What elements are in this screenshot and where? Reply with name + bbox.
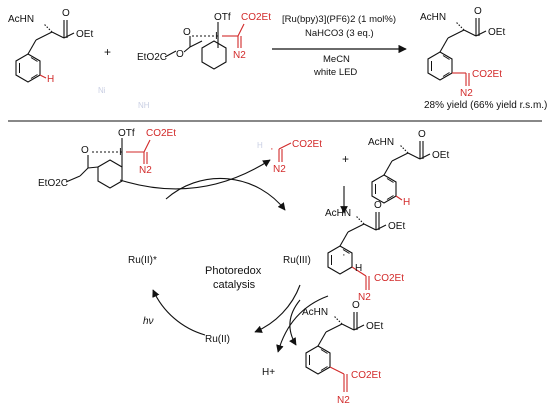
cycle-arc-right	[254, 284, 301, 333]
intermediate-n2-label: N2	[358, 292, 371, 303]
intermediate-radical-dot: ·	[342, 249, 346, 261]
mech-reagent-iodine-label: I	[119, 147, 122, 158]
radical-dot: ·	[270, 143, 274, 155]
reagent-ester-label: EtO2C	[137, 52, 167, 63]
top-reagent: EtO2C O O OTf I CO2Et N2	[137, 12, 271, 70]
reagent-iodine-label: I	[215, 31, 218, 42]
intermediate-ester-label: OEt	[388, 221, 405, 232]
reagent-o-link: O	[176, 49, 184, 60]
mech-substrate-h-label: H	[403, 197, 410, 208]
top-product: AcHN O OEt CO2Et N2	[420, 6, 505, 99]
mech-intermediate: · AcHN O OEt H CO2Et N2	[325, 200, 405, 303]
substrate-h-label: H	[47, 74, 54, 85]
mech-substrate-nh-label: AcHN	[368, 137, 394, 148]
product-co2et-label: CO2Et	[472, 69, 502, 80]
product-carbonyl-o: O	[474, 6, 482, 17]
mech-reagent-n2-label: N2	[139, 165, 152, 176]
faint-marks: Ni NH H	[98, 86, 263, 150]
mech-substrate-ester-label: OEt	[432, 150, 449, 161]
product-nh-label: AcHN	[420, 12, 446, 23]
reagent-otf-label: OTf	[214, 12, 231, 23]
mech-reagent-ester-label: EtO2C	[38, 178, 68, 189]
top-reaction-arrow: [Ru(bpy)3](PF6)2 (1 mol%) NaHCO3 (3 eq.)…	[272, 14, 407, 78]
mech-product-co2et-label: CO2Et	[351, 370, 381, 381]
condition-catalyst: [Ru(bpy)3](PF6)2 (1 mol%)	[282, 14, 396, 25]
top-plus-sign: +	[104, 45, 111, 59]
reagent-to-radical-arrow	[119, 159, 271, 190]
radical-co2et-label: CO2Et	[292, 139, 322, 150]
condition-solvent: MeCN	[323, 54, 350, 65]
proton-label: H+	[262, 367, 275, 378]
faint-mark-2: NH	[138, 101, 150, 110]
product-release-arrow	[289, 299, 301, 346]
ru-ii-label: Ru(II)	[205, 334, 230, 345]
cycle-center-line1: Photoredox	[205, 265, 262, 277]
mech-reagent: EtO2C O OTf I CO2Et N2	[38, 128, 176, 189]
cycle-arc-left	[152, 289, 206, 336]
reagent-co2et-label: CO2Et	[241, 12, 271, 23]
mech-product-ester-label: OEt	[366, 321, 383, 332]
catalytic-cycle: Photoredox catalysis Ru(II)* Ru(III) Ru(…	[119, 159, 329, 378]
yield-text: 28% yield (66% yield r.s.m.)	[424, 100, 547, 111]
mech-reagent-carbonyl-o: O	[81, 145, 89, 156]
reagent-carbonyl-o: O	[183, 27, 191, 38]
substrate-ester-label: OEt	[76, 29, 93, 40]
oxidation-arrow	[276, 295, 329, 353]
reagent-n2-label: N2	[233, 50, 246, 61]
substrate-carbonyl-o: O	[62, 8, 70, 19]
condition-base: NaHCO3 (3 eq.)	[305, 28, 374, 39]
condition-light: white LED	[313, 67, 357, 78]
intermediate-nh-label: AcHN	[325, 208, 351, 219]
faint-mark-1: Ni	[98, 86, 106, 95]
product-n2-label: N2	[460, 88, 473, 99]
mech-substrate: AcHN O OEt H	[368, 129, 449, 208]
intermediate-h-label: H	[355, 263, 362, 274]
mech-radical: · CO2Et N2	[270, 139, 322, 175]
ru-excited-label: Ru(II)*	[128, 255, 157, 266]
radical-n2-label: N2	[273, 164, 286, 175]
mech-product-nh-label: AcHN	[302, 307, 328, 318]
ru-iii-label: Ru(III)	[283, 255, 311, 266]
substrate-nh-label: AcHN	[8, 14, 34, 25]
mech-plus-sign: +	[342, 152, 349, 166]
top-substrate: AcHN O OEt H	[8, 8, 93, 85]
mech-product: AcHN O OEt CO2Et N2	[302, 300, 383, 406]
mech-product-n2-label: N2	[337, 395, 350, 406]
faint-mark-3: H	[257, 141, 263, 150]
intermediate-carbonyl-o: O	[374, 200, 382, 211]
mech-reagent-co2et-label: CO2Et	[146, 128, 176, 139]
mech-product-carbonyl-o: O	[352, 300, 360, 311]
cycle-center-line2: catalysis	[213, 279, 256, 291]
cycle-arc-top	[165, 177, 286, 211]
mech-substrate-carbonyl-o: O	[418, 129, 426, 140]
hv-label: hν	[143, 316, 154, 327]
product-ester-label: OEt	[488, 27, 505, 38]
intermediate-co2et-label: CO2Et	[374, 273, 404, 284]
mech-reagent-otf-label: OTf	[118, 128, 135, 139]
